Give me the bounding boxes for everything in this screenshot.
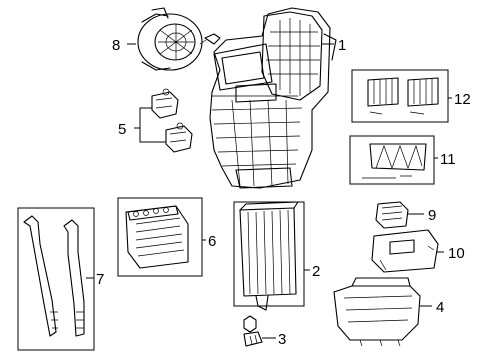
callout-box-12 [351,69,449,123]
callout-5: 5 [118,121,126,138]
callout-box-6 [117,197,203,277]
mode-door [362,143,427,179]
callout-9: 9 [428,207,436,224]
callout-2: 2 [312,263,320,280]
lower-case [333,277,421,347]
callout-11: 11 [440,151,456,168]
actuator-upper [151,88,179,119]
heater-hoses [23,215,85,337]
resistor-connector [375,201,409,229]
heater-core [125,205,189,269]
callout-box-7 [17,207,95,351]
callout-box-11 [349,135,435,185]
evaporator-core [239,201,299,311]
blower-motor [137,7,221,71]
callout-8: 8 [112,37,120,54]
actuator-lower [165,122,193,153]
hvac-housing [209,7,337,189]
callout-6: 6 [208,233,216,250]
callout-box-2 [233,201,305,307]
callout-4: 4 [436,299,444,316]
expansion-valve [243,315,263,347]
callout-1: 1 [338,37,346,54]
blend-door-set [367,77,439,115]
callout-7: 7 [96,271,104,288]
leader-line-5 [134,107,166,143]
callout-10: 10 [448,245,465,262]
callout-3: 3 [278,331,286,348]
callout-12: 12 [454,91,471,108]
control-module [371,229,439,273]
